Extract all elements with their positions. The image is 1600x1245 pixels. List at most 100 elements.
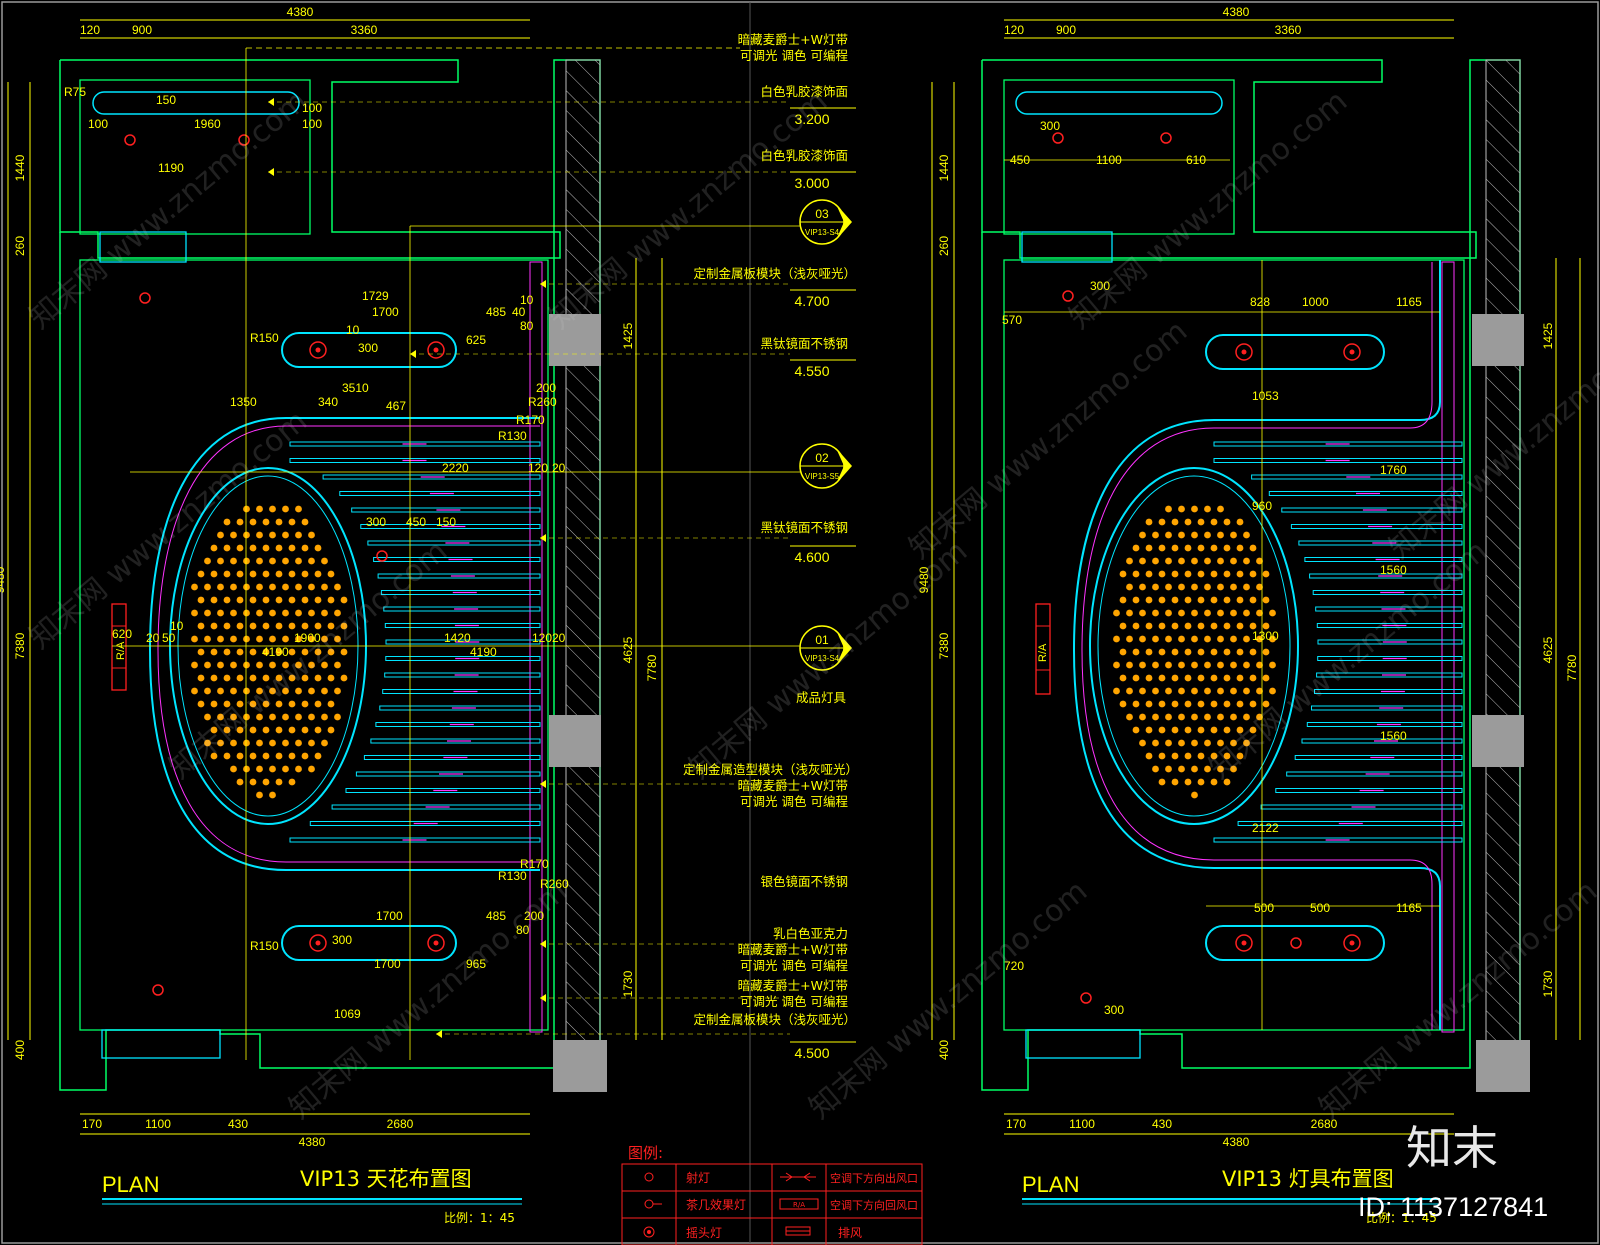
- led-dot: [249, 674, 257, 682]
- spotlight-icon: [1343, 934, 1361, 952]
- led-dot: [327, 570, 335, 578]
- led-dot: [1171, 648, 1179, 656]
- led-dot: [197, 570, 205, 578]
- led-dot: [249, 570, 257, 578]
- dimension-text: 10: [170, 619, 184, 633]
- dimension-text: 620: [112, 627, 132, 641]
- led-dot: [1132, 700, 1140, 708]
- led-dot: [249, 596, 257, 604]
- led-dot: [256, 765, 263, 773]
- led-dot: [1204, 531, 1211, 539]
- led-dot: [1262, 648, 1270, 656]
- metal-strip: [1260, 804, 1463, 810]
- led-dot: [210, 544, 218, 552]
- led-dot: [1165, 635, 1172, 643]
- led-dot: [334, 687, 341, 695]
- led-dot: [301, 570, 309, 578]
- led-dot: [1145, 570, 1153, 578]
- dimension-text: 7780: [1565, 654, 1579, 681]
- led-dot: [1158, 752, 1166, 760]
- dimension-text: R130: [498, 869, 527, 883]
- dimension-text: 7380: [13, 632, 27, 659]
- led-dot: [282, 531, 289, 539]
- room-outline: [79, 259, 549, 1031]
- led-dot: [1197, 674, 1205, 682]
- dimension-text: 1700: [374, 957, 401, 971]
- led-dot: [197, 648, 205, 656]
- led-dot: [334, 609, 341, 617]
- dimension-text: 900: [132, 23, 152, 37]
- led-dot: [1204, 713, 1211, 721]
- led-dot: [230, 687, 237, 695]
- led-dot: [1223, 700, 1231, 708]
- structural-wall: [565, 59, 601, 1091]
- led-dot: [321, 661, 328, 669]
- metal-strip: [1315, 606, 1463, 612]
- led-dot: [1178, 765, 1185, 773]
- led-dot: [230, 713, 237, 721]
- led-dot: [1236, 544, 1244, 552]
- watermark: 知末网 www.znzmo.com: [903, 314, 1194, 566]
- ceiling-elevation: 4.700: [794, 293, 829, 309]
- led-dot: [1223, 596, 1231, 604]
- material-note: 暗藏麦爵士+W灯带: [738, 32, 848, 47]
- led-dot: [1145, 700, 1153, 708]
- metal-strip: [289, 837, 541, 843]
- led-dot: [197, 596, 205, 604]
- led-dot: [1236, 648, 1244, 656]
- led-dot: [1178, 609, 1185, 617]
- column: [1472, 314, 1524, 366]
- led-dot: [262, 570, 270, 578]
- led-dot: [230, 531, 237, 539]
- led-dot: [1126, 557, 1133, 565]
- metal-strip: [1213, 837, 1463, 843]
- moving-head-light-icon: [643, 1226, 655, 1238]
- led-dot: [1210, 726, 1218, 734]
- section-marker-03: 03 VIP13-S4: [799, 199, 852, 245]
- led-dot: [308, 583, 315, 591]
- exhaust-icon: [785, 1226, 811, 1236]
- metal-strip: [309, 821, 541, 826]
- led-dot: [230, 635, 237, 643]
- section-ref: VIP13-S4: [805, 654, 840, 663]
- led-dot: [1223, 752, 1231, 760]
- dimension-text: 2680: [1311, 1117, 1338, 1131]
- dimension-text: 2122: [1252, 821, 1279, 835]
- metal-strip: [384, 623, 541, 628]
- led-dot: [1113, 635, 1120, 643]
- led-dot: [334, 661, 341, 669]
- dimension-text: 828: [1250, 295, 1270, 309]
- led-dot: [334, 713, 341, 721]
- metal-strip: [385, 656, 541, 661]
- metal-strip: [379, 705, 541, 711]
- led-dot: [1223, 726, 1231, 734]
- led-dot: [1217, 557, 1224, 565]
- led-dot: [1158, 648, 1166, 656]
- watermark: 知末网 www.znzmo.com: [1203, 534, 1494, 786]
- led-dot: [1262, 596, 1270, 604]
- led-dot: [243, 557, 250, 565]
- led-dot: [314, 544, 322, 552]
- led-dot: [1249, 596, 1257, 604]
- led-dot: [1184, 752, 1192, 760]
- led-dot: [1132, 726, 1140, 734]
- dimension-text: 1730: [621, 970, 635, 997]
- metal-strip: [1298, 540, 1463, 546]
- led-dot: [1249, 622, 1257, 630]
- dimension-text: 485: [486, 909, 506, 923]
- led-dot: [1145, 622, 1153, 630]
- led-dot: [1210, 778, 1218, 786]
- led-dot: [1243, 739, 1250, 747]
- ceiling-oval-outer: [148, 417, 540, 871]
- led-dot: [269, 661, 276, 669]
- led-dot: [1256, 557, 1263, 565]
- led-dot: [1197, 726, 1205, 734]
- led-dot: [314, 752, 322, 760]
- led-dot: [197, 700, 205, 708]
- metal-strip: [1316, 623, 1463, 628]
- linear-light-slot: [1205, 925, 1385, 961]
- spotlight-icon: [309, 341, 327, 359]
- led-dot: [288, 544, 296, 552]
- led-dot: [282, 505, 289, 513]
- led-dot: [1132, 674, 1140, 682]
